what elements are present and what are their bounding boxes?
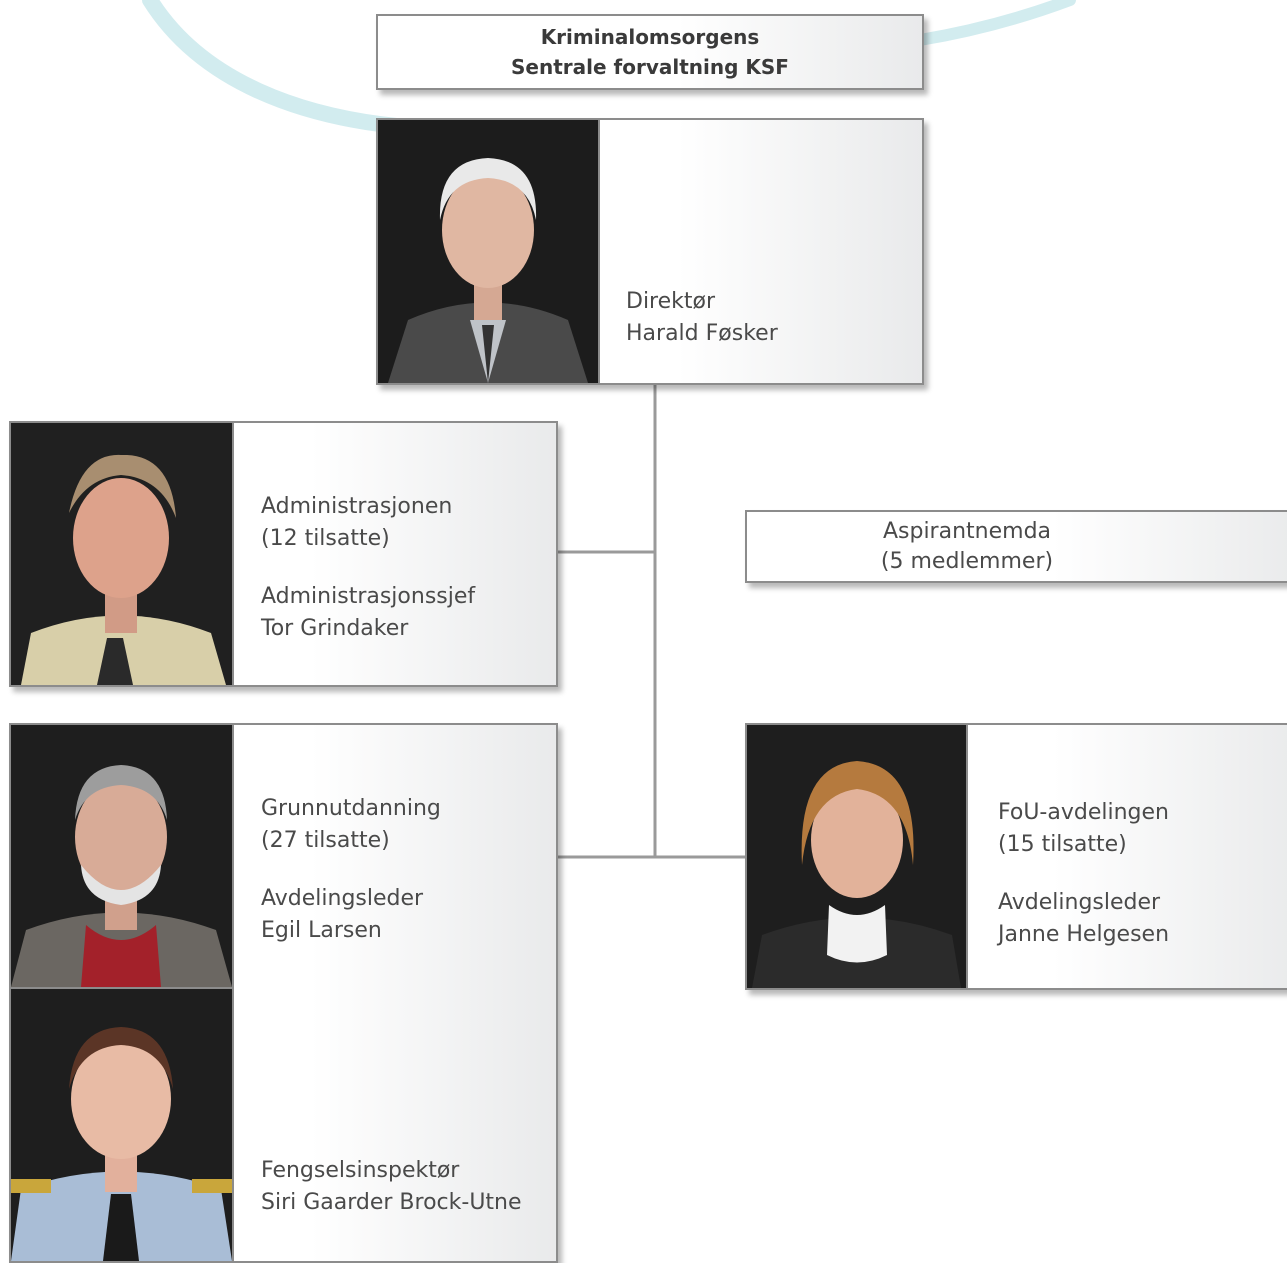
grunnutdanning-photo	[11, 725, 234, 989]
fou-photo	[747, 725, 968, 988]
fou-box: FoU-avdelingen (15 tilsatte) Avdelingsle…	[745, 723, 1287, 990]
director-photo	[378, 120, 600, 383]
director-box: Direktør Harald Føsker	[376, 118, 924, 385]
administrasjon-photo	[11, 423, 234, 685]
organization-title-line2: Sentrale forvaltning KSF	[511, 55, 789, 79]
grunnutdanning-box: Grunnutdanning (27 tilsatte) Avdelingsle…	[9, 723, 558, 1263]
administrasjon-role: Administrasjonssjef	[261, 584, 476, 609]
director-name: Harald Føsker	[626, 321, 778, 346]
background-swoosh	[142, 0, 1076, 136]
fengselsinspektor-name: Siri Gaarder Brock-Utne	[261, 1190, 522, 1215]
director-title: Direktør	[626, 289, 716, 314]
grunnutdanning-staff: (27 tilsatte)	[261, 828, 390, 853]
aspirantnemda-unit: Aspirantnemda	[882, 518, 1052, 544]
administrasjon-unit: Administrasjonen	[261, 494, 453, 519]
fou-name: Janne Helgesen	[998, 922, 1170, 947]
administrasjon-name: Tor Grindaker	[261, 616, 409, 641]
grunnutdanning-name: Egil Larsen	[261, 918, 382, 943]
grunnutdanning-role: Avdelingsleder	[261, 886, 424, 911]
aspirantnemda-members: (5 medlemmer)	[880, 548, 1054, 574]
organization-title-box: Kriminalomsorgens Sentrale forvaltning K…	[376, 14, 924, 90]
fou-staff: (15 tilsatte)	[998, 832, 1127, 857]
fengselsinspektor-photo	[11, 989, 234, 1261]
administrasjon-staff: (12 tilsatte)	[261, 526, 390, 551]
grunnutdanning-unit: Grunnutdanning	[261, 796, 441, 821]
administrasjon-box: Administrasjonen (12 tilsatte) Administr…	[9, 421, 558, 687]
organization-title-line1: Kriminalomsorgens	[540, 25, 760, 49]
fengselsinspektor-role: Fengselsinspektør	[261, 1158, 460, 1183]
aspirantnemda-box: Aspirantnemda (5 medlemmer)	[745, 510, 1287, 583]
fou-role: Avdelingsleder	[998, 890, 1161, 915]
fou-unit: FoU-avdelingen	[998, 800, 1169, 825]
